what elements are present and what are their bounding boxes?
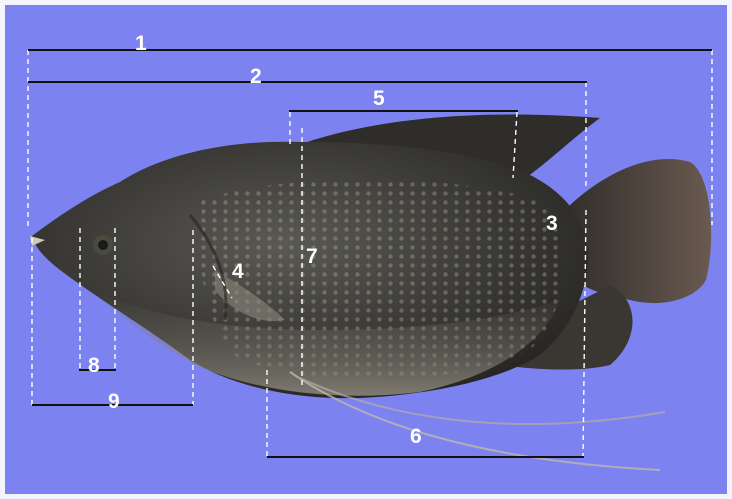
label-3: 3	[546, 212, 558, 235]
label-1: 1	[135, 32, 147, 55]
fish-eye-pupil	[98, 240, 108, 250]
label-8: 8	[88, 354, 100, 377]
label-2: 2	[250, 65, 262, 88]
label-9: 9	[108, 390, 120, 413]
label-5: 5	[373, 87, 385, 110]
label-6: 6	[410, 425, 422, 448]
label-4: 4	[232, 260, 244, 283]
label-7: 7	[306, 245, 318, 268]
